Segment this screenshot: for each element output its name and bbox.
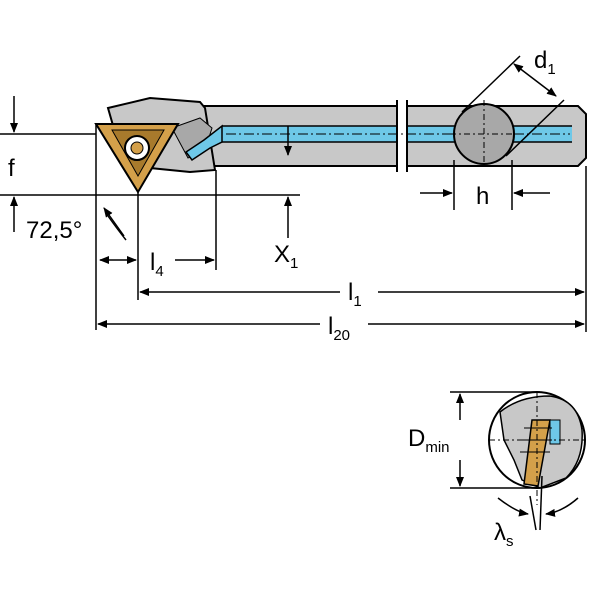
label-l4: l4 bbox=[150, 249, 164, 280]
label-l20: l20 bbox=[328, 313, 350, 344]
dimensions bbox=[0, 55, 587, 332]
label-x1: X1 bbox=[274, 241, 298, 272]
break-marks bbox=[396, 100, 408, 172]
label-dmin: Dmin bbox=[408, 425, 450, 456]
end-view: Dmin λs bbox=[408, 391, 586, 550]
boring-bar-body bbox=[106, 96, 587, 174]
label-d1: d1 bbox=[534, 47, 556, 78]
cutting-insert bbox=[94, 123, 180, 194]
label-l1: l1 bbox=[348, 279, 362, 310]
label-f: f bbox=[8, 155, 15, 182]
label-h: h bbox=[476, 183, 489, 210]
label-angle: 72,5° bbox=[26, 217, 82, 244]
label-lambda-s: λs bbox=[494, 519, 514, 550]
